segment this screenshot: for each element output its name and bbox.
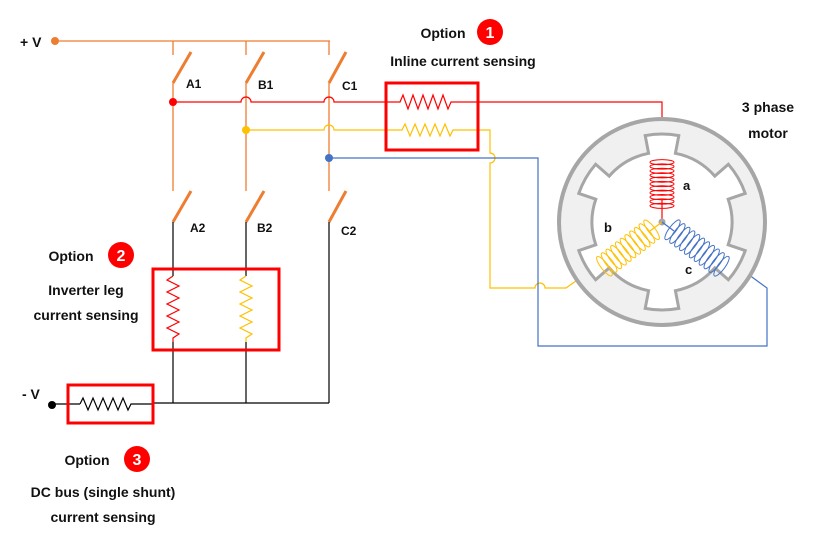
winding-c-turn [679, 230, 696, 252]
winding-b-turn [600, 252, 618, 273]
switch-b2 [244, 190, 266, 223]
winding-c-turn [703, 248, 720, 270]
option2-description-line1: Inverter leg [48, 282, 123, 298]
switch-b1 [244, 51, 266, 84]
winding-b [596, 219, 660, 277]
switch-label-c2: C2 [341, 224, 357, 238]
switch-c2 [327, 190, 348, 223]
phase-c-wire [329, 157, 768, 347]
winding-a-turn [649, 194, 675, 201]
option2-number: 2 [117, 248, 126, 265]
winding-c-turn [708, 252, 725, 273]
negative-terminal [48, 401, 56, 409]
switch-label-a2: A2 [190, 221, 206, 235]
switch-label-b2: B2 [257, 221, 273, 235]
high-side-switches [171, 51, 348, 84]
winding-a-turn [649, 189, 675, 196]
positive-terminal [51, 37, 59, 45]
leg-b-shunt-resistor [238, 275, 254, 342]
winding-c-turn [693, 241, 711, 262]
option1-caption: Option 1 Inline current sensing [390, 19, 536, 69]
winding-a-turn [649, 180, 675, 188]
winding-a-turn [649, 159, 675, 166]
option2-description-line2: current sensing [33, 307, 138, 323]
option1-highlight-box [384, 81, 480, 152]
winding-b-lead [649, 221, 663, 232]
positive-label: + V [20, 34, 42, 50]
winding-label-b: b [604, 220, 612, 235]
winding-a-turn [649, 167, 675, 174]
winding-c-lead [661, 221, 675, 232]
switch-label-a1: A1 [186, 77, 202, 91]
option2-word: Option [48, 248, 93, 264]
option3-description-line2: current sensing [50, 509, 155, 525]
winding-a-turn [649, 163, 675, 170]
winding-b-turn [624, 234, 642, 255]
winding-a-turn [649, 172, 675, 179]
motor-title-line2: motor [748, 125, 788, 141]
winding-c-turn [713, 255, 730, 277]
phase-a-wire [173, 93, 663, 160]
option3-highlight-box [66, 383, 155, 425]
winding-c-turn [688, 237, 706, 259]
winding-b-turn [629, 230, 646, 251]
winding-c-turn [674, 226, 691, 248]
switch-a1 [171, 51, 193, 84]
option3-number: 3 [133, 452, 142, 469]
winding-b-turn [638, 223, 656, 244]
negative-bus [52, 222, 330, 405]
option3-description-line1: DC bus (single shunt) [31, 484, 176, 500]
winding-a-turn [649, 185, 675, 192]
option3-badge [124, 446, 150, 472]
winding-b-turn [633, 226, 651, 248]
winding-b-turn [619, 237, 637, 259]
leg-a-shunt-resistor [165, 275, 181, 342]
phase-a-node [169, 98, 177, 106]
phase-c-node [325, 154, 333, 162]
dc-bus-shunt-resistor [79, 396, 152, 412]
positive-bus [55, 40, 330, 55]
winding-b-turn [610, 245, 627, 266]
winding-b-turn [614, 241, 632, 262]
low-side-switches [171, 190, 348, 223]
winding-label-c: c [685, 262, 692, 277]
option3-caption: Option 3 DC bus (single shunt) current s… [31, 446, 176, 525]
switch-c1 [327, 51, 348, 84]
option2-highlight-box [151, 267, 281, 352]
winding-c-turn [669, 223, 686, 244]
phase-b-node [242, 126, 250, 134]
winding-c-turn [683, 234, 701, 255]
winding-label-a: a [683, 178, 691, 193]
inverter-legs [172, 83, 330, 191]
option2-caption: Option 2 Inverter leg current sensing [33, 242, 139, 323]
option1-badge [477, 19, 503, 45]
motor-title-line1: 3 phase [742, 99, 794, 115]
winding-a-turn [649, 176, 675, 183]
switch-label-c1: C1 [342, 79, 358, 93]
winding-b-turn [605, 248, 623, 270]
option2-badge [108, 242, 134, 268]
option1-word: Option [420, 25, 465, 41]
negative-label: - V [22, 386, 41, 402]
option1-number: 1 [486, 25, 495, 42]
winding-b-turn [596, 255, 613, 277]
winding-c-turn [698, 244, 715, 266]
option3-word: Option [64, 452, 109, 468]
switch-label-b1: B1 [258, 78, 274, 92]
switch-a2 [171, 190, 193, 223]
winding-c [664, 219, 730, 277]
option1-description: Inline current sensing [390, 53, 535, 69]
